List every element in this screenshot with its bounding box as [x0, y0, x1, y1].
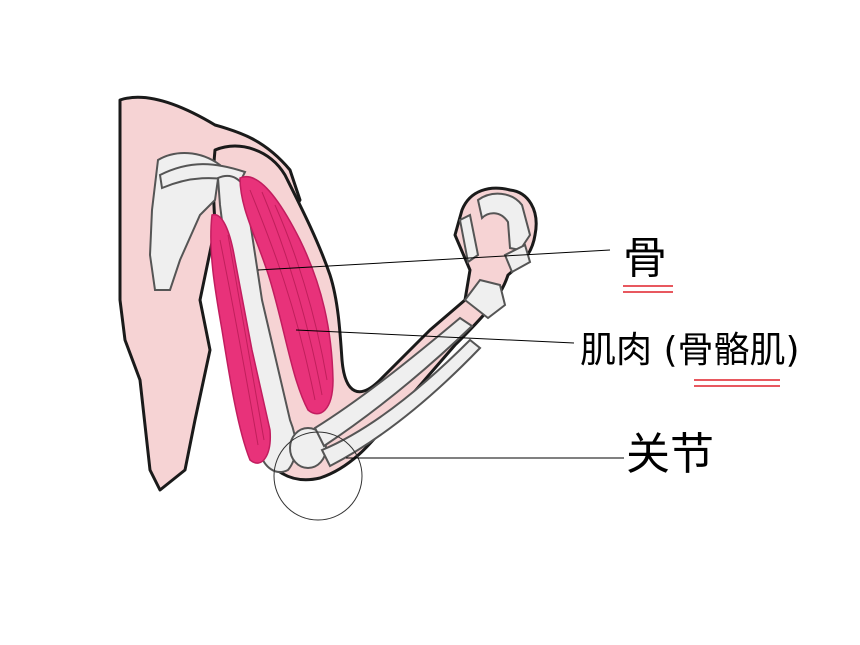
muscle-label: 肌肉 (骨骼肌) — [580, 330, 800, 371]
bone-leader-line — [257, 249, 611, 271]
rear-muscle — [210, 214, 271, 464]
bone-underline — [623, 285, 673, 293]
biceps-muscle — [239, 175, 334, 415]
muscle-underline — [694, 379, 780, 387]
scapula-bone — [148, 152, 222, 291]
joint-highlight-circle — [273, 431, 363, 521]
bone-label: 骨 — [623, 233, 667, 284]
forearm-bone-lower — [320, 338, 482, 468]
muscle-leader-line — [295, 329, 575, 344]
joint-label: 关节 — [626, 429, 714, 480]
hand-bones — [458, 192, 532, 320]
muscle-striations — [219, 189, 328, 446]
forearm-bone-upper — [313, 316, 474, 448]
